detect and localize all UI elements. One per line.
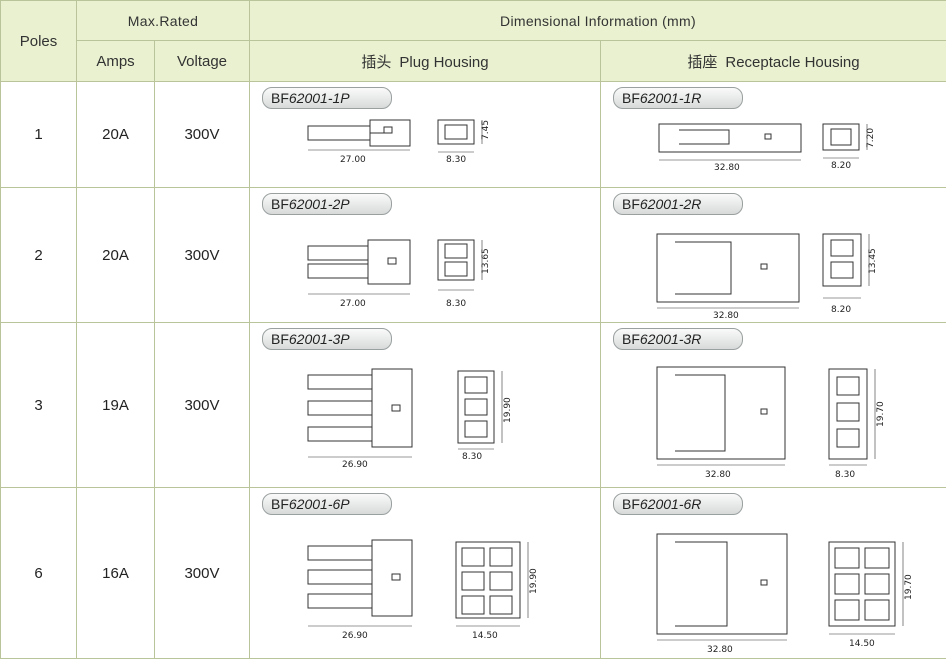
part-prefix: BF — [622, 331, 640, 347]
plug-drawing: 27.00 8.30 7.45 — [307, 119, 491, 165]
dim-length: 32.80 — [714, 163, 740, 173]
dim-height: 19.90 — [503, 397, 513, 423]
part-number: 62001-1P — [288, 90, 350, 106]
dim-length: 26.90 — [342, 631, 368, 641]
amps-cell: 20A — [76, 187, 155, 323]
dim-height: 19.90 — [529, 568, 539, 594]
part-number: 62001-1R — [639, 90, 702, 106]
dim-height: 13.45 — [868, 248, 878, 274]
dim-width: 8.20 — [831, 161, 851, 171]
plug-drawing-cell: BF62001-1P 27.00 8.30 7.45 — [249, 81, 601, 188]
receptacle-drawing: 32.80 8.30 19.70 — [656, 366, 886, 480]
plug-drawing-cell: BF62001-2P 27.00 8.30 13.65 — [249, 187, 601, 323]
receptacle-drawing-cell: BF62001-6R 32.80 14.50 19.70 — [600, 487, 946, 659]
amps-cell: 16A — [76, 487, 155, 659]
dim-length: 26.90 — [342, 460, 368, 470]
part-prefix: BF — [271, 496, 289, 512]
dim-width: 8.20 — [831, 305, 851, 315]
table-row: 6 16A 300V BF62001-6P 26.90 14.50 19.90 … — [0, 487, 946, 659]
voltage-header: Voltage — [154, 40, 250, 82]
receptacle-drawing-cell: BF62001-3R 32.80 8.30 19.70 — [600, 322, 946, 488]
plug-drawing-cell: BF62001-3P 26.90 8.30 19.90 — [249, 322, 601, 488]
dim-height: 7.20 — [866, 128, 876, 148]
receptacle-drawing: 32.80 8.20 7.20 — [658, 123, 876, 173]
dim-width: 14.50 — [849, 639, 875, 649]
receptacle-drawing: 32.80 8.20 13.45 — [656, 233, 878, 321]
dim-length: 32.80 — [707, 645, 733, 655]
plug-housing-header: 插头 Plug Housing — [249, 40, 601, 82]
dim-length: 27.00 — [340, 155, 366, 165]
dim-length: 27.00 — [340, 299, 366, 309]
part-number-badge: BF62001-2P — [262, 193, 392, 215]
dim-height: 13.65 — [481, 248, 491, 274]
voltage-cell: 300V — [154, 322, 250, 488]
part-number-badge: BF62001-1R — [613, 87, 743, 109]
dim-height: 19.70 — [876, 401, 886, 427]
receptacle-en-label: Receptacle Housing — [725, 53, 860, 71]
poles-header: Poles — [0, 0, 77, 82]
dim-width: 8.30 — [446, 299, 466, 309]
dimensional-header: Dimensional Information (mm) — [249, 0, 946, 41]
receptacle-housing-header: 插座 Receptacle Housing — [600, 40, 946, 82]
receptacle-drawing-cell: BF62001-1R 32.80 8.20 7.20 — [600, 81, 946, 188]
voltage-cell: 300V — [154, 187, 250, 323]
dim-height: 7.45 — [481, 120, 491, 140]
dim-width: 8.30 — [835, 470, 855, 480]
part-number: 62001-3R — [639, 331, 702, 347]
amps-cell: 20A — [76, 81, 155, 188]
part-prefix: BF — [622, 196, 640, 212]
part-prefix: BF — [271, 331, 289, 347]
part-number: 62001-3P — [288, 331, 350, 347]
part-number: 62001-2R — [639, 196, 702, 212]
poles-cell: 2 — [0, 187, 77, 323]
voltage-cell: 300V — [154, 81, 250, 188]
amps-header: Amps — [76, 40, 155, 82]
receptacle-zh-label: 插座 — [687, 53, 718, 71]
part-prefix: BF — [622, 90, 640, 106]
poles-cell: 1 — [0, 81, 77, 188]
part-number-badge: BF62001-1P — [262, 87, 392, 109]
plug-drawing: 26.90 8.30 19.90 — [307, 368, 513, 470]
part-prefix: BF — [271, 196, 289, 212]
table-row: 1 20A 300V BF62001-1P 27.00 8.30 7.45 BF… — [0, 81, 946, 188]
poles-cell: 3 — [0, 322, 77, 488]
plug-en-label: Plug Housing — [399, 53, 489, 71]
dim-length: 32.80 — [713, 311, 739, 321]
plug-drawing: 27.00 8.30 13.65 — [307, 239, 491, 309]
part-prefix: BF — [271, 90, 289, 106]
table-row: 2 20A 300V BF62001-2P 27.00 8.30 13.65 B… — [0, 187, 946, 323]
dim-height: 19.70 — [904, 574, 914, 600]
dim-width: 14.50 — [472, 631, 498, 641]
part-number-badge: BF62001-6P — [262, 493, 392, 515]
receptacle-drawing: 32.80 14.50 19.70 — [656, 533, 914, 655]
table-row: 3 19A 300V BF62001-3P 26.90 8.30 19.90 B… — [0, 322, 946, 488]
receptacle-drawing-cell: BF62001-2R 32.80 8.20 13.45 — [600, 187, 946, 323]
part-number: 62001-6P — [288, 496, 350, 512]
part-number: 62001-2P — [288, 196, 350, 212]
dim-width: 8.30 — [462, 452, 482, 462]
dim-width: 8.30 — [446, 155, 466, 165]
amps-cell: 19A — [76, 322, 155, 488]
dim-length: 32.80 — [705, 470, 731, 480]
part-prefix: BF — [622, 496, 640, 512]
plug-drawing: 26.90 14.50 19.90 — [307, 539, 539, 641]
plug-drawing-cell: BF62001-6P 26.90 14.50 19.90 — [249, 487, 601, 659]
part-number-badge: BF62001-3R — [613, 328, 743, 350]
poles-cell: 6 — [0, 487, 77, 659]
part-number-badge: BF62001-2R — [613, 193, 743, 215]
part-number-badge: BF62001-3P — [262, 328, 392, 350]
voltage-cell: 300V — [154, 487, 250, 659]
part-number-badge: BF62001-6R — [613, 493, 743, 515]
max-rated-header: Max.Rated — [76, 0, 250, 41]
part-number: 62001-6R — [639, 496, 702, 512]
plug-zh-label: 插头 — [361, 53, 392, 71]
